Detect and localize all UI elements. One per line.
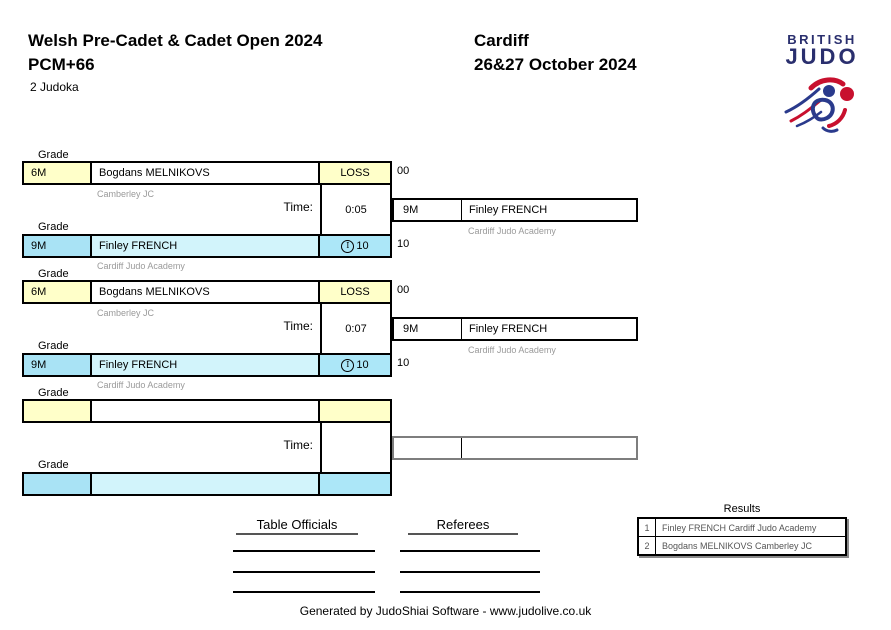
signature-line [400, 571, 540, 573]
signature-line [400, 550, 540, 552]
competitor-name [92, 474, 320, 494]
results-table: 1 Finley FRENCH Cardiff Judo Academy 2 B… [637, 517, 847, 556]
competitor-grade [24, 474, 92, 494]
judoka-count: 2 Judoka [30, 80, 79, 94]
judo-figures-icon [784, 77, 854, 133]
date-label: 26&27 October 2024 [474, 55, 637, 74]
competitor-name: Bogdans MELNIKOVS [92, 282, 320, 302]
score-outer-top: 00 [397, 284, 410, 296]
competitor-grade: 6M [24, 163, 92, 183]
competitor-name: Finley FRENCH [92, 355, 320, 375]
match-block-3: Grade Time: Grade [0, 386, 891, 505]
competitor-grade: 9M [24, 236, 92, 256]
signature-line [233, 571, 375, 573]
result-text: 10 [356, 359, 369, 371]
competitor-row-top: 6M Bogdans MELNIKOVS LOSS [22, 280, 392, 304]
signature-line [400, 591, 540, 593]
result-rank: 2 [639, 537, 656, 554]
footer-text: Generated by JudoShiai Software - www.ju… [299, 604, 592, 618]
winner-name [462, 438, 636, 458]
competitor-grade [24, 401, 92, 421]
signature-line [233, 591, 375, 593]
signature-line [233, 550, 375, 552]
time-value-box: 0:05 [320, 185, 392, 234]
ippon-mark-icon: I [341, 239, 355, 253]
grade-label: Grade [38, 268, 69, 280]
winner-grade [394, 438, 462, 458]
result-row: 2 Bogdans MELNIKOVS Camberley JC [639, 536, 845, 554]
competitor-grade: 6M [24, 282, 92, 302]
winner-box: 9M Finley FRENCH [392, 198, 638, 222]
club-label-bottom: Cardiff Judo Academy [97, 261, 185, 271]
result-rank: 1 [639, 519, 656, 536]
club-label-bottom: Cardiff Judo Academy [97, 380, 185, 390]
competitor-name: Bogdans MELNIKOVS [92, 163, 320, 183]
winner-name: Finley FRENCH [469, 204, 548, 216]
winner-club-label: Cardiff Judo Academy [468, 345, 556, 355]
competitor-grade: 9M [24, 355, 92, 375]
score-outer-bottom: 10 [397, 238, 410, 250]
time-label: Time: [283, 438, 313, 452]
competitor-row-top [22, 399, 392, 423]
referees-heading: Referees [408, 517, 518, 535]
grade-label: Grade [38, 387, 69, 399]
grade-label: Grade [38, 340, 69, 352]
result-row: 1 Finley FRENCH Cardiff Judo Academy [639, 519, 845, 536]
competitor-row-top: 6M Bogdans MELNIKOVS LOSS [22, 161, 392, 185]
match-block-2: Grade 6M Bogdans MELNIKOVS LOSS 00 Cambe… [0, 267, 891, 390]
results-title: Results [723, 503, 761, 515]
time-value-box: 0:07 [320, 304, 392, 353]
table-officials-heading: Table Officials [236, 517, 358, 535]
result-cell [320, 401, 390, 421]
logo-text-judo: JUDO [785, 44, 859, 69]
grade-label: Grade [38, 459, 69, 471]
competitor-name: Finley FRENCH [92, 236, 320, 256]
winner-box [392, 436, 638, 460]
result-text: LOSS [340, 167, 370, 179]
grade-label: Grade [38, 149, 69, 161]
club-label-top: Camberley JC [97, 308, 155, 318]
result-cell [320, 474, 390, 494]
winner-box: 9M Finley FRENCH [392, 317, 638, 341]
category-label: PCM+66 [28, 55, 95, 74]
british-judo-logo: BRITISH JUDO [780, 32, 864, 141]
tournament-title: Welsh Pre-Cadet & Cadet Open 2024 [28, 31, 323, 50]
competitor-row-bottom [22, 472, 392, 496]
winner-name: Finley FRENCH [469, 323, 548, 335]
logo-text-british: BRITISH [787, 32, 857, 47]
result-text: LOSS [340, 286, 370, 298]
time-value-box [320, 423, 392, 472]
location-label: Cardiff [474, 31, 529, 50]
grade-label: Grade [38, 221, 69, 233]
time-label: Time: [283, 319, 313, 333]
result-cell: LOSS [320, 282, 390, 302]
result-cell: LOSS [320, 163, 390, 183]
ippon-mark-icon: I [341, 358, 355, 372]
winner-grade: 9M [394, 319, 462, 339]
result-entry: Finley FRENCH Cardiff Judo Academy [662, 522, 817, 533]
score-outer-bottom: 10 [397, 357, 410, 369]
result-entry: Bogdans MELNIKOVS Camberley JC [662, 540, 813, 551]
time-label: Time: [283, 200, 313, 214]
winner-grade: 9M [394, 200, 462, 220]
club-label-top: Camberley JC [97, 189, 155, 199]
winner-club-label: Cardiff Judo Academy [468, 226, 556, 236]
result-text: 10 [356, 240, 369, 252]
competitor-name [92, 401, 320, 421]
score-outer-top: 00 [397, 165, 410, 177]
match-block-1: Grade 6M Bogdans MELNIKOVS LOSS 00 Cambe… [0, 148, 891, 271]
